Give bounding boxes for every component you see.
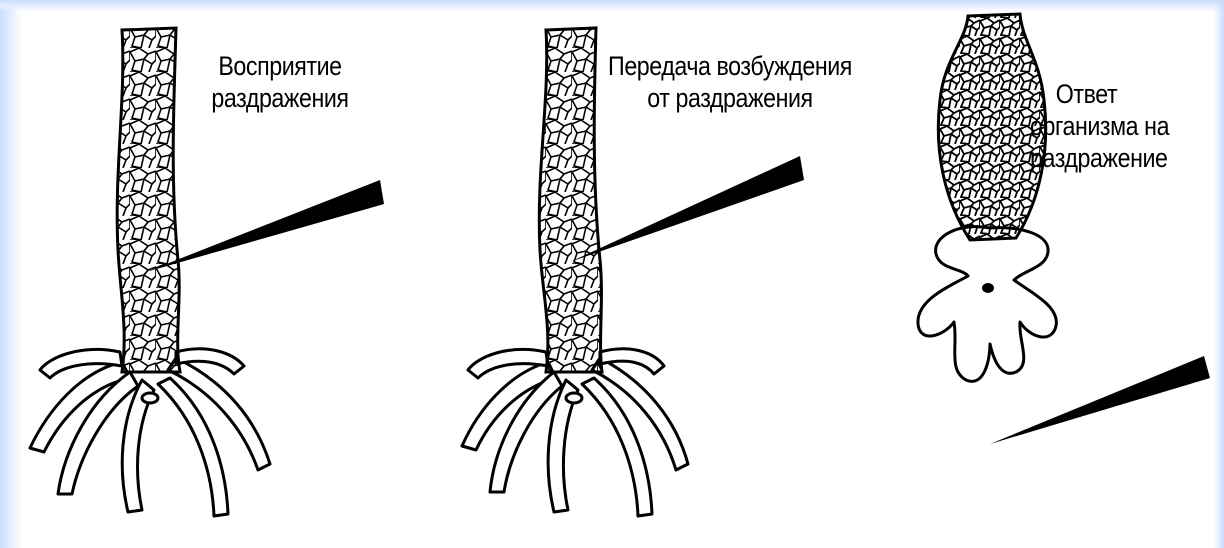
label-response: Ответ организма на раздражение xyxy=(1030,78,1202,174)
label-perception: Восприятие раздражения xyxy=(194,50,366,114)
label-line: от раздражения xyxy=(601,82,859,114)
stimulus-needle xyxy=(146,180,384,272)
stimulus-needle xyxy=(570,156,804,262)
label-line: Восприятие xyxy=(194,50,366,82)
label-line: раздражения xyxy=(194,82,366,114)
stimulus-needle xyxy=(990,356,1210,444)
mouth-opening xyxy=(982,283,994,293)
hydra-body xyxy=(117,28,180,372)
label-transmission: Передача возбуждения от раздражения xyxy=(601,50,859,114)
label-line: Ответ xyxy=(1030,78,1202,110)
mouth-opening xyxy=(142,393,158,403)
hydra-response xyxy=(918,14,1056,381)
tentacles xyxy=(462,349,688,516)
label-line: Передача возбуждения xyxy=(601,50,859,82)
mouth-opening xyxy=(566,393,582,403)
hydra-body xyxy=(539,28,602,372)
tentacles xyxy=(30,349,270,516)
contracted-tentacles xyxy=(918,227,1056,382)
label-line: раздражение xyxy=(1030,142,1202,174)
label-line: организма на xyxy=(1030,110,1202,142)
